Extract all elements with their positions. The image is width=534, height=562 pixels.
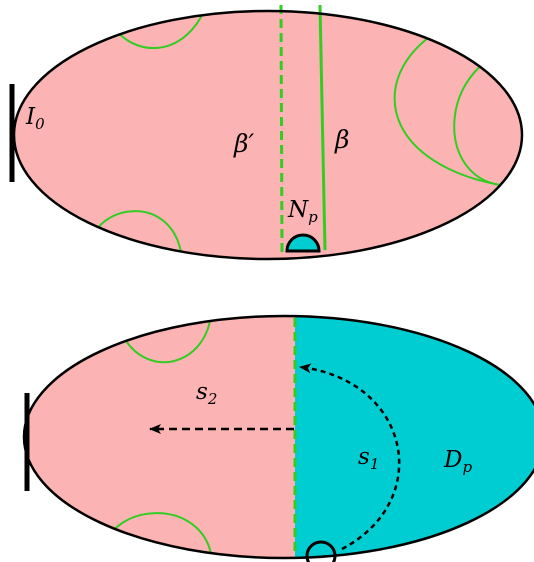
label-beta: β xyxy=(334,125,349,154)
label-I0-main: I xyxy=(25,104,36,130)
beta-curve xyxy=(318,4,327,251)
s1-arrow xyxy=(299,363,401,551)
label-s2: s2 xyxy=(196,379,217,408)
top-surface xyxy=(14,11,522,259)
top-panel: I0 β′ β Np xyxy=(9,4,524,261)
bottom-panel: s2 s1 Dp xyxy=(22,314,534,562)
bottom-point-p xyxy=(305,540,337,562)
label-I0-sub: 0 xyxy=(35,115,45,133)
disk-Dp-region xyxy=(295,316,534,558)
label-beta-prime: β′ xyxy=(233,129,254,158)
label-I0: I0 xyxy=(25,104,45,133)
label-s2-main: s xyxy=(196,379,208,405)
label-Np: Np xyxy=(287,197,318,226)
label-Dp-main: D xyxy=(443,447,462,473)
label-s1-sub: 1 xyxy=(370,455,380,473)
label-s1: s1 xyxy=(358,444,379,473)
label-s1-main: s xyxy=(358,444,370,470)
neighborhood-Np xyxy=(285,233,321,253)
label-Dp-sub: p xyxy=(462,458,472,476)
label-Np-sub: p xyxy=(308,208,318,226)
bottom-surface-outline xyxy=(22,314,534,560)
label-s2-sub: 2 xyxy=(207,390,218,408)
label-Np-main: N xyxy=(287,197,309,223)
label-Dp: Dp xyxy=(443,447,472,476)
